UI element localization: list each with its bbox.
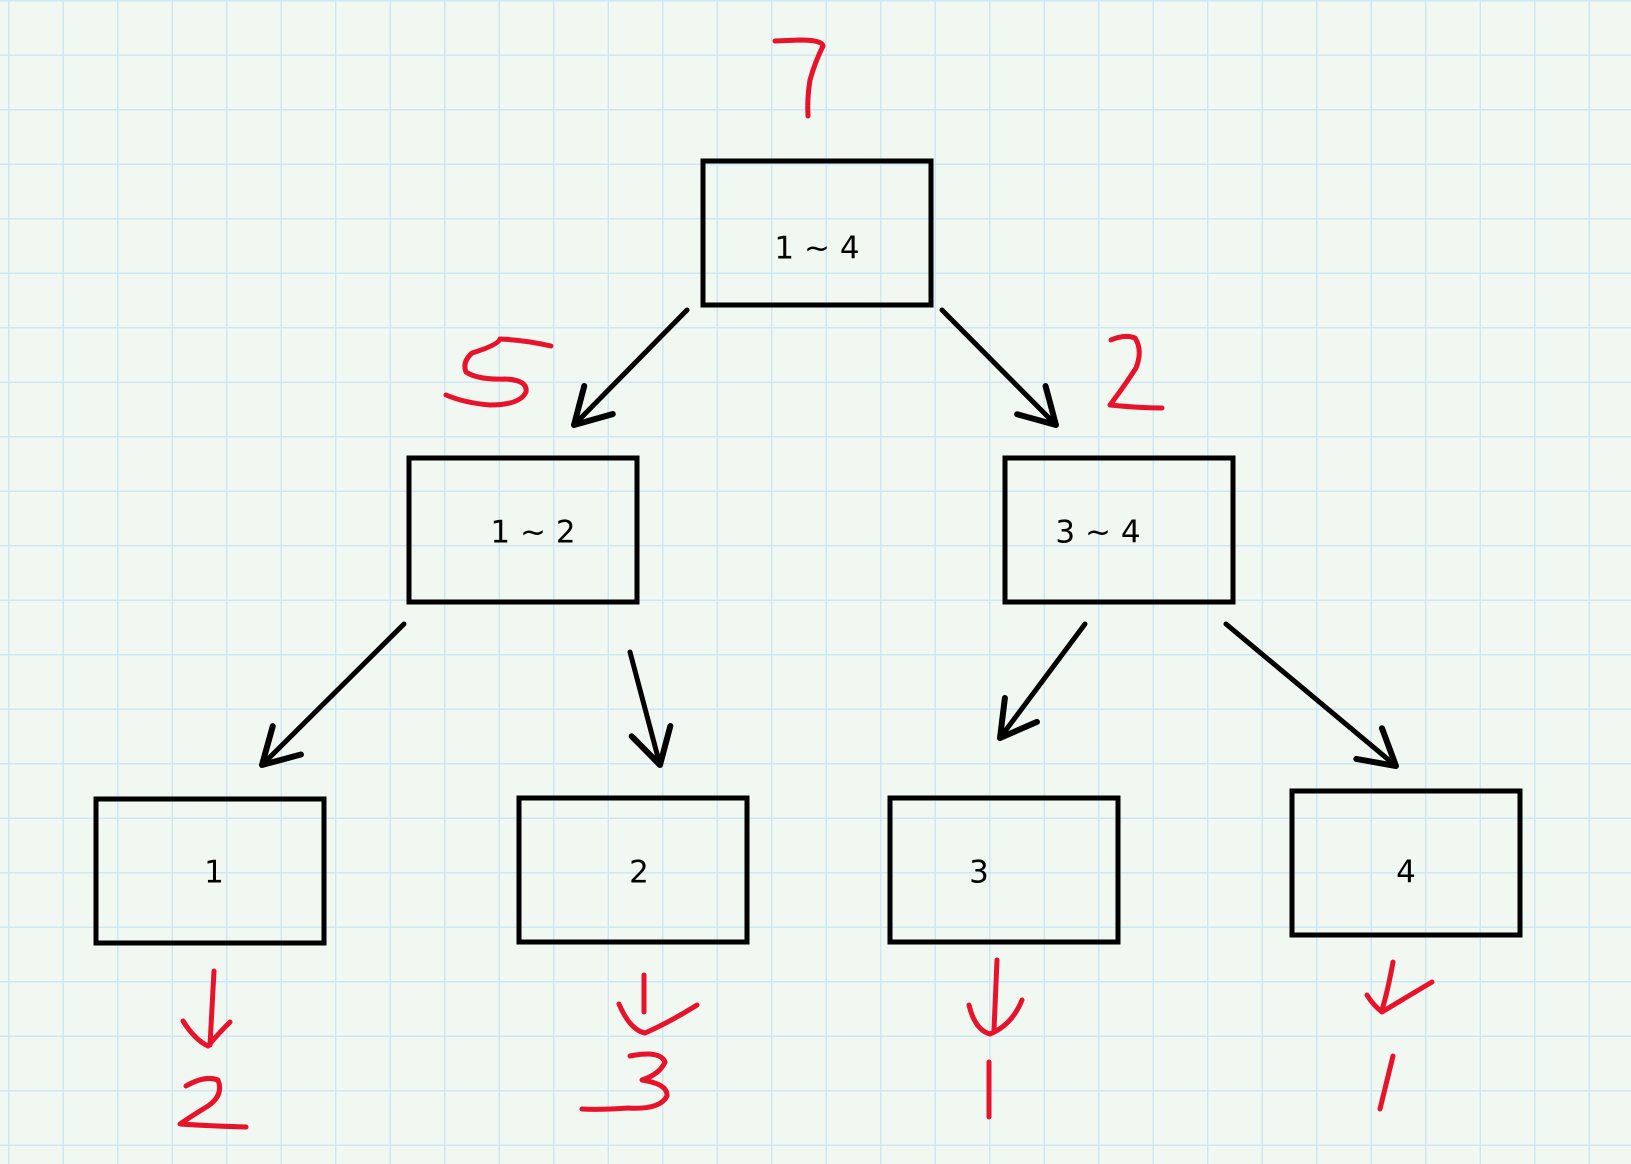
annotation-leaf3: 1 bbox=[966, 957, 1025, 1120]
edge-root-to-left bbox=[571, 307, 690, 428]
node-leaf4-label: 4 bbox=[1396, 855, 1416, 891]
edge-right-to-leaf4 bbox=[1223, 621, 1399, 769]
edge-right-to-leaf3 bbox=[997, 621, 1088, 741]
edge-left-to-leaf2 bbox=[627, 649, 674, 768]
annotation-leaf1: 2 bbox=[177, 968, 249, 1130]
node-leaf4: 4 bbox=[1289, 788, 1523, 938]
node-leaf3: 3 bbox=[887, 795, 1121, 945]
node-left: 1 ~ 2 bbox=[406, 455, 640, 605]
node-leaf1: 1 bbox=[93, 796, 327, 946]
edge-root-to-right bbox=[939, 307, 1059, 428]
annotation-root: 7 bbox=[772, 37, 826, 119]
node-leaf1-label: 1 bbox=[204, 855, 224, 891]
node-right: 3 ~ 4 bbox=[1002, 455, 1236, 605]
node-right-label: 3 ~ 4 bbox=[1055, 515, 1140, 551]
edge-left-to-leaf1 bbox=[259, 621, 407, 768]
node-leaf3-label: 3 bbox=[969, 855, 989, 891]
node-root-label: 1 ~ 4 bbox=[774, 231, 859, 267]
node-root: 1 ~ 4 bbox=[700, 158, 934, 308]
annotation-right: 2 bbox=[1107, 333, 1165, 411]
annotation-leaf2: 3 bbox=[579, 972, 700, 1112]
annotation-left: 5 bbox=[443, 336, 554, 408]
node-left-label: 1 ~ 2 bbox=[490, 515, 575, 551]
node-leaf2-label: 2 bbox=[629, 855, 649, 891]
annotation-leaf4: 1 bbox=[1364, 959, 1435, 1112]
node-leaf2: 2 bbox=[516, 795, 750, 945]
